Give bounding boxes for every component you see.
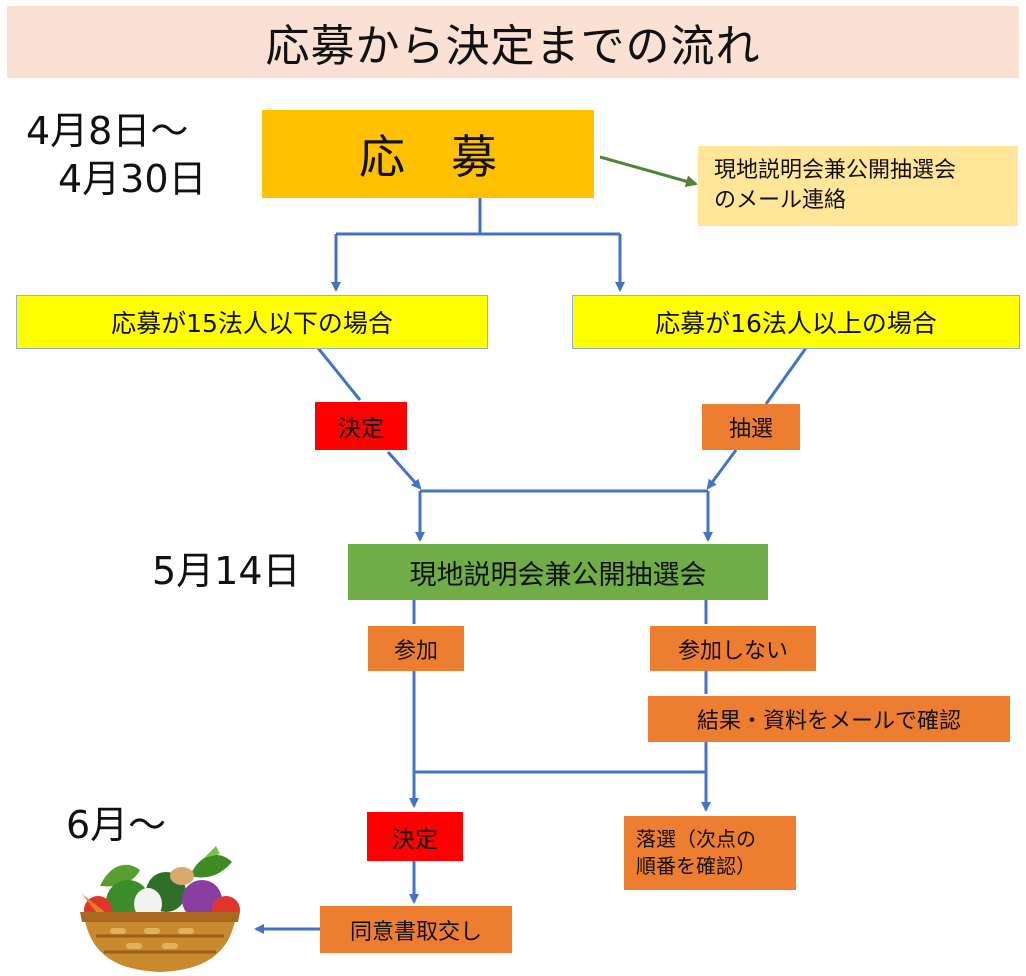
date-meeting: 5月14日 bbox=[152, 549, 301, 593]
mail-notice-box: 現地説明会兼公開抽選会 のメール連絡 bbox=[698, 146, 1018, 226]
page-title: 応募から決定までの流れ bbox=[265, 21, 761, 72]
vegetable-basket-icon bbox=[80, 846, 240, 972]
date-apply-start: 4月8日～ bbox=[26, 109, 189, 153]
connector-case-right-to-lottery bbox=[764, 347, 808, 405]
consent-exchange-box: 同意書取交し bbox=[320, 906, 512, 953]
arrow-lottery-to-merge bbox=[706, 449, 738, 490]
date-apply-end: 4月30日 bbox=[58, 157, 207, 201]
not-selected-box: 落選（次点の 順番を確認） bbox=[624, 816, 796, 890]
case-15-or-less-box: 応募が15法人以下の場合 bbox=[16, 295, 488, 349]
attend-box: 参加 bbox=[368, 626, 464, 671]
title-banner: 応募から決定までの流れ bbox=[7, 6, 1019, 78]
arrow-decided-to-merge bbox=[386, 451, 422, 490]
arrow-apply-to-mail bbox=[599, 155, 698, 188]
decided-upper-box: 決定 bbox=[315, 402, 407, 450]
apply-box: 応 募 bbox=[262, 110, 594, 198]
lottery-box: 抽選 bbox=[702, 404, 800, 450]
date-decision: 6月～ bbox=[66, 803, 167, 847]
connector-case-left-to-decided bbox=[316, 347, 362, 401]
decided-lower-box: 決定 bbox=[367, 812, 463, 861]
meeting-box: 現地説明会兼公開抽選会 bbox=[348, 544, 768, 600]
case-16-or-more-box: 応募が16法人以上の場合 bbox=[572, 295, 1020, 349]
not-attend-box: 参加しない bbox=[650, 626, 816, 671]
confirm-by-mail-box: 結果・資料をメールで確認 bbox=[648, 696, 1010, 742]
